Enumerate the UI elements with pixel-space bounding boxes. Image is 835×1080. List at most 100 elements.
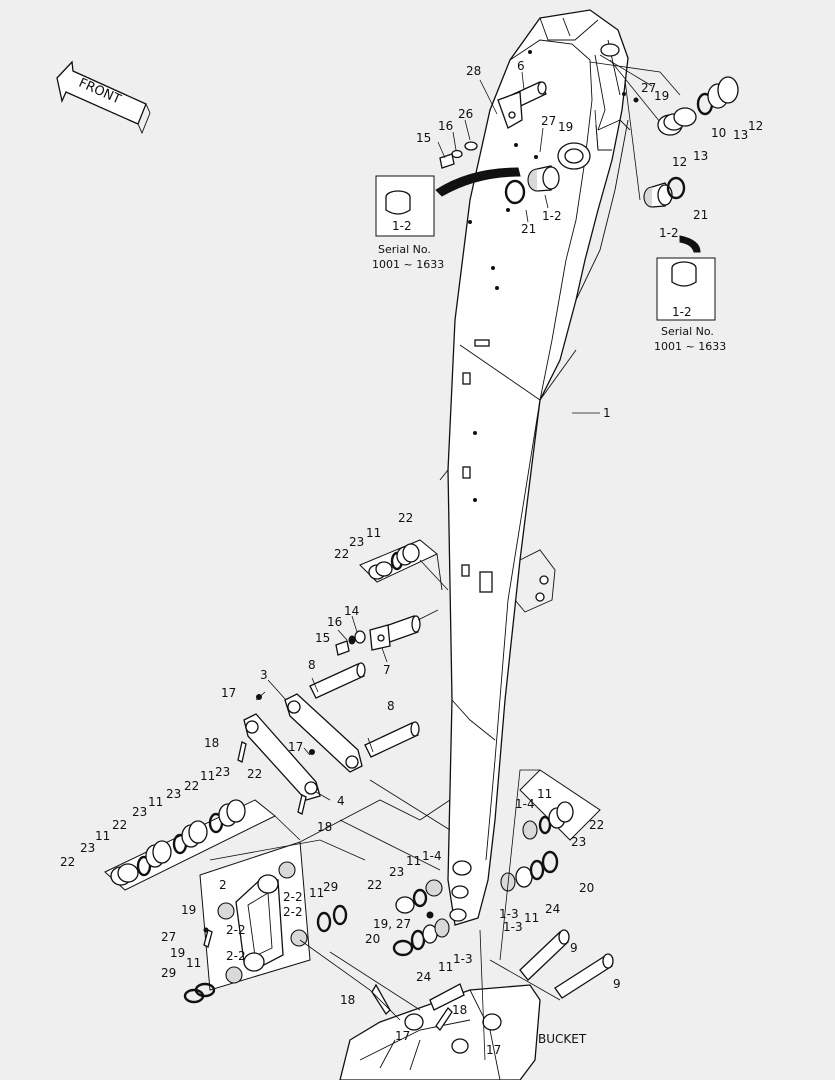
callout-19-27: 19, 27: [373, 917, 411, 931]
callout-22-left-4: 22: [247, 767, 262, 781]
pin-8-upper: [309, 662, 366, 699]
callout-13-right: 13: [733, 128, 748, 142]
inset-r-range: 1001 ~ 1633: [654, 340, 726, 353]
callout-labels: 28 6 26 16 15 27 19 1-2 21 27 19 10 13 1…: [60, 59, 763, 1057]
callout-29-right: 29: [323, 880, 338, 894]
callout-23-left-4: 23: [215, 765, 230, 779]
pin-7-group: [335, 609, 439, 663]
callout-2-2-c: 2-2: [226, 923, 246, 937]
callout-13-mid: 13: [693, 149, 708, 163]
callout-22-left-2: 22: [112, 818, 127, 832]
callout-11-left-3: 11: [200, 769, 215, 783]
callout-22-mid-left: 22: [334, 547, 349, 561]
callout-16-mid: 16: [327, 615, 342, 629]
pin-8-lower: [364, 721, 420, 758]
callout-1-4-right: 1-4: [515, 797, 535, 811]
callout-11-left-2: 11: [148, 795, 163, 809]
connection-lines: [209, 559, 561, 1061]
callout-18-right: 18: [317, 820, 332, 834]
callout-11-bottom: 11: [406, 854, 421, 868]
callout-9-upper: 9: [570, 941, 578, 955]
callout-11-mid: 11: [366, 526, 381, 540]
top-bushing-left: [504, 165, 560, 223]
top-pin-group: [437, 54, 681, 201]
callout-1-4-left: 1-4: [422, 849, 442, 863]
callout-22-left-3: 22: [184, 779, 199, 793]
callout-11-right-3: 11: [537, 787, 552, 801]
callout-11-left-4: 11: [186, 956, 201, 970]
callout-3: 3: [260, 668, 268, 682]
callout-15-mid: 15: [315, 631, 330, 645]
callout-1-3-bottom: 1-3: [503, 920, 523, 934]
callout-1-2-top: 1-2: [542, 209, 562, 223]
inset-tl-part: 1-2: [392, 219, 412, 233]
callout-8-lower: 8: [387, 699, 395, 713]
callout-12-right: 12: [748, 119, 763, 133]
bucket: BUCKET: [339, 983, 587, 1080]
lower-pin-assemblies: [392, 769, 614, 999]
callout-19-lower-left-2: 19: [170, 946, 185, 960]
callout-23-left-3: 23: [166, 787, 181, 801]
callout-11-far-left: 11: [95, 829, 110, 843]
callout-8-upper: 8: [308, 658, 316, 672]
callout-21-left: 21: [521, 222, 536, 236]
callout-29-left: 29: [161, 966, 176, 980]
callout-19-top: 19: [558, 120, 573, 134]
callout-17-bucket-right: 17: [486, 1043, 501, 1057]
callout-19-right: 19: [654, 89, 669, 103]
callout-18-bucket-left: 18: [340, 993, 355, 1007]
callout-18-left: 18: [204, 736, 219, 750]
callout-27-right: 27: [641, 81, 656, 95]
callout-11-right-4: 11: [524, 911, 539, 925]
callout-27-lower-left: 27: [161, 930, 176, 944]
callout-1-3-left: 1-3: [453, 952, 473, 966]
callout-23-mid: 23: [349, 535, 364, 549]
arm-body: [439, 9, 631, 926]
callout-6: 6: [517, 59, 525, 73]
callout-2: 2: [219, 878, 227, 892]
inset-r-part: 1-2: [672, 305, 692, 319]
callout-1-3-right: 1-3: [499, 907, 519, 921]
callout-23-bottom: 23: [389, 865, 404, 879]
callout-18-bucket-right: 18: [452, 1003, 467, 1017]
inset-tl-caption: Serial No.: [378, 243, 431, 256]
callout-4: 4: [337, 794, 345, 808]
callout-1: 1: [603, 406, 611, 420]
callout-26: 26: [458, 107, 473, 121]
front-arrow-icon: FRONT: [56, 60, 151, 135]
callout-23-far-left: 23: [80, 841, 95, 855]
callout-7: 7: [383, 663, 391, 677]
lower-left-seal-stacks: [104, 799, 276, 891]
callout-22-mid-right: 22: [398, 511, 413, 525]
callout-10: 10: [711, 126, 726, 140]
callout-28: 28: [466, 64, 481, 78]
callout-2-2-a: 2-2: [283, 890, 303, 904]
callout-24-right: 24: [545, 902, 560, 916]
link-3: [267, 679, 363, 773]
inset-tl-range: 1001 ~ 1633: [372, 258, 444, 271]
callout-17-left: 17: [221, 686, 236, 700]
callout-20-right: 20: [579, 881, 594, 895]
inset-r-caption: Serial No.: [661, 325, 714, 338]
callout-14: 14: [344, 604, 359, 618]
callout-22-bottom: 22: [367, 878, 382, 892]
link-4: [237, 691, 331, 815]
callout-21-right: 21: [693, 208, 708, 222]
callout-2-2-b: 2-2: [283, 905, 303, 919]
callout-22-far-left: 22: [60, 855, 75, 869]
callout-9-lower: 9: [613, 977, 621, 991]
callout-12-mid: 12: [672, 155, 687, 169]
top-right-seal-stack: [622, 76, 739, 208]
callout-22-right: 22: [589, 818, 604, 832]
inset-bushing-right: 1-2 Serial No. 1001 ~ 1633: [654, 235, 726, 353]
callout-17-right: 17: [288, 740, 303, 754]
callout-11-bottom-2: 11: [438, 960, 453, 974]
callout-15-top: 15: [416, 131, 431, 145]
callout-23-left-2: 23: [132, 805, 147, 819]
callout-16-top: 16: [438, 119, 453, 133]
callout-24-left: 24: [416, 970, 431, 984]
link-2-assembly: [183, 841, 348, 1004]
callout-19-lower-left: 19: [181, 903, 196, 917]
